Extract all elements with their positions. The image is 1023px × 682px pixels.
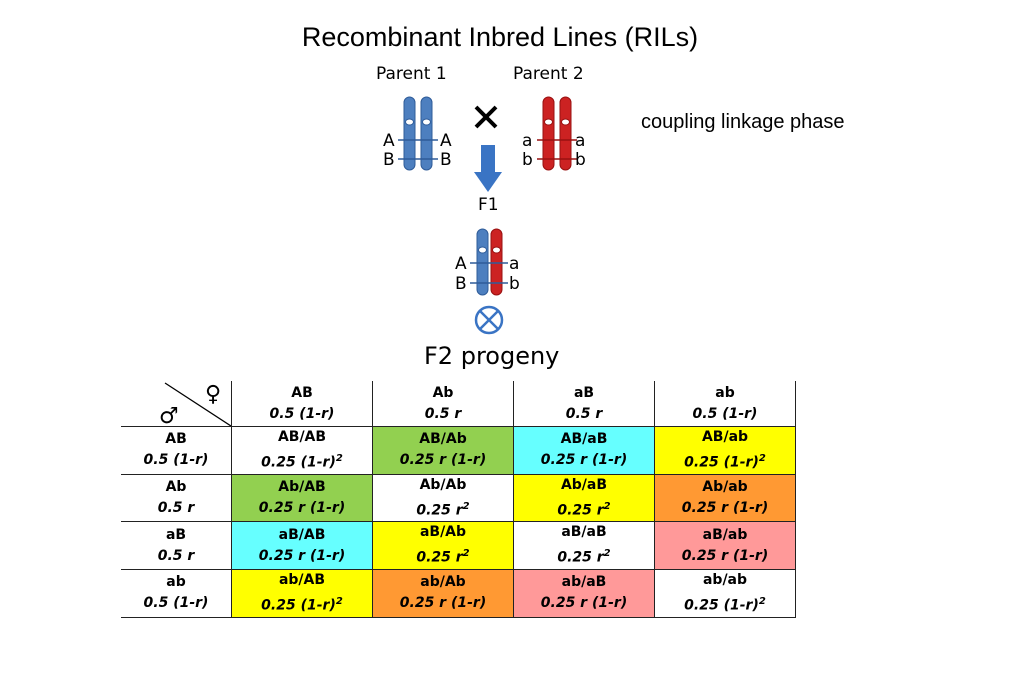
parent2-label: Parent 2 <box>513 64 584 84</box>
allele-label: b <box>522 150 533 170</box>
allele-label: b <box>575 150 586 170</box>
f1-chromosomes <box>470 228 508 296</box>
male-symbol-icon: ♂ <box>159 404 179 426</box>
allele-label: a <box>522 131 532 151</box>
parent2-chromosomes <box>537 96 577 171</box>
allele-label: b <box>509 274 520 294</box>
allele-label: a <box>509 254 519 274</box>
cross-diagram: A A B B a a b b A a B b <box>383 96 586 335</box>
allele-label: A <box>455 254 467 274</box>
corner-cell: ♀ ♂ <box>121 381 232 427</box>
down-arrow-icon <box>474 145 502 192</box>
allele-label: B <box>383 150 395 170</box>
allele-label: A <box>383 131 395 151</box>
allele-label: a <box>575 131 585 151</box>
cross-icon <box>474 105 498 129</box>
f2-label: F2 progeny <box>424 342 560 370</box>
allele-label: B <box>440 150 452 170</box>
allele-label: B <box>455 274 467 294</box>
parent1-chromosomes <box>398 96 438 171</box>
parent1-label: Parent 1 <box>376 64 447 84</box>
f1-label: F1 <box>478 195 499 215</box>
page-title: Recombinant Inbred Lines (RILs) <box>301 22 699 52</box>
selfing-icon <box>474 305 504 335</box>
female-symbol-icon: ♀ <box>205 382 221 407</box>
phase-label: coupling linkage phase <box>641 111 845 133</box>
allele-label: A <box>440 131 452 151</box>
